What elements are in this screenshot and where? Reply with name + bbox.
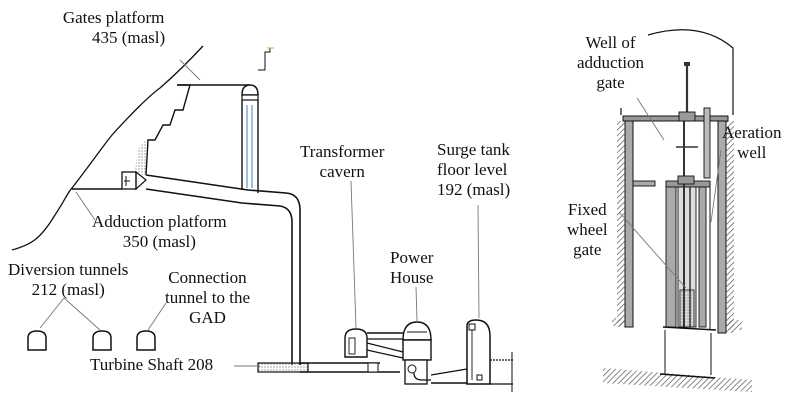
- headrace-tunnel: [145, 174, 301, 365]
- label-surge-tank: Surge tank floor level 192 (masl): [437, 140, 510, 200]
- terrain-profile: [11, 45, 204, 251]
- turbine-shaft-text: Turbine Shaft 208: [90, 355, 214, 374]
- label-adduction-platform: Adduction platform 350 (masl): [92, 212, 227, 252]
- fixed-wheel-gate-line-1: Fixed: [567, 200, 607, 219]
- label-diversion-tunnels: Diversion tunnels 212 (masl): [8, 260, 128, 300]
- gate-hoist: [676, 62, 711, 185]
- gates-platform-title: Gates platform: [62, 8, 165, 27]
- label-fixed-wheel-gate: Fixed wheel gate: [567, 200, 608, 260]
- label-turbine-shaft: Turbine Shaft 208: [90, 355, 213, 375]
- label-transformer-cavern: Transformer cavern: [300, 142, 384, 182]
- label-well-of-adduction-gate: Well of adduction gate: [577, 33, 644, 93]
- connection-tunnel-line-1: Connection: [168, 268, 247, 287]
- right-leader-lines: [618, 97, 722, 289]
- adduction-platform-elevation: 350 (masl): [122, 232, 196, 251]
- fixed-wheel-gate-line-3: gate: [573, 240, 602, 259]
- diversion-tunnel-2: [92, 330, 112, 351]
- well-bottom: [603, 326, 752, 392]
- adduction-intake: [72, 170, 147, 191]
- power-house: [402, 321, 470, 385]
- diversion-tunnels: [27, 330, 156, 351]
- label-aeration-well: Aeration well: [722, 123, 781, 163]
- well-dome: [620, 29, 734, 115]
- transformer-cavern-line-1: Transformer: [300, 142, 385, 161]
- label-connection-tunnel: Connection tunnel to the GAD: [165, 268, 250, 328]
- gate-shaft: [241, 47, 274, 193]
- connection-tunnel: [136, 330, 156, 351]
- power-house-line-1: Power: [390, 248, 434, 267]
- dam-stepped-slope: [135, 84, 250, 176]
- surge-tank-line-3: 192 (masl): [437, 180, 511, 199]
- well-line-1: Well of: [585, 33, 636, 52]
- power-house-line-2: House: [390, 268, 434, 287]
- aeration-well-line-1: Aeration: [722, 123, 782, 142]
- dam-fill: [135, 140, 146, 175]
- surge-tank-line-1: Surge tank: [437, 140, 510, 159]
- label-power-house: Power House: [390, 248, 433, 288]
- aeration-pipe: [703, 107, 711, 179]
- connection-tunnel-line-2: tunnel to the: [165, 288, 250, 307]
- transformer-cavern: [344, 328, 404, 359]
- turbine-shaft-bottom: [257, 362, 400, 373]
- diversion-tunnel-1: [27, 330, 47, 351]
- leader-lines: [39, 59, 480, 367]
- adduction-platform-title: Adduction platform: [92, 212, 227, 231]
- connection-tunnel-line-3: GAD: [189, 308, 226, 327]
- well-line-2: adduction: [577, 53, 645, 72]
- surge-tank: [466, 319, 513, 392]
- gates-platform-elevation: 435 (masl): [92, 28, 166, 47]
- fixed-wheel-gate-line-2: wheel: [567, 220, 608, 239]
- aeration-well-line-2: well: [737, 143, 767, 162]
- label-gates-platform: Gates platform 435 (masl): [62, 8, 165, 48]
- diversion-tunnels-elevation: 212 (masl): [31, 280, 105, 299]
- surge-tank-line-2: floor level: [437, 160, 508, 179]
- diversion-tunnels-title: Diversion tunnels: [8, 260, 129, 279]
- well-line-3: gate: [596, 73, 625, 92]
- transformer-cavern-line-2: cavern: [319, 162, 365, 181]
